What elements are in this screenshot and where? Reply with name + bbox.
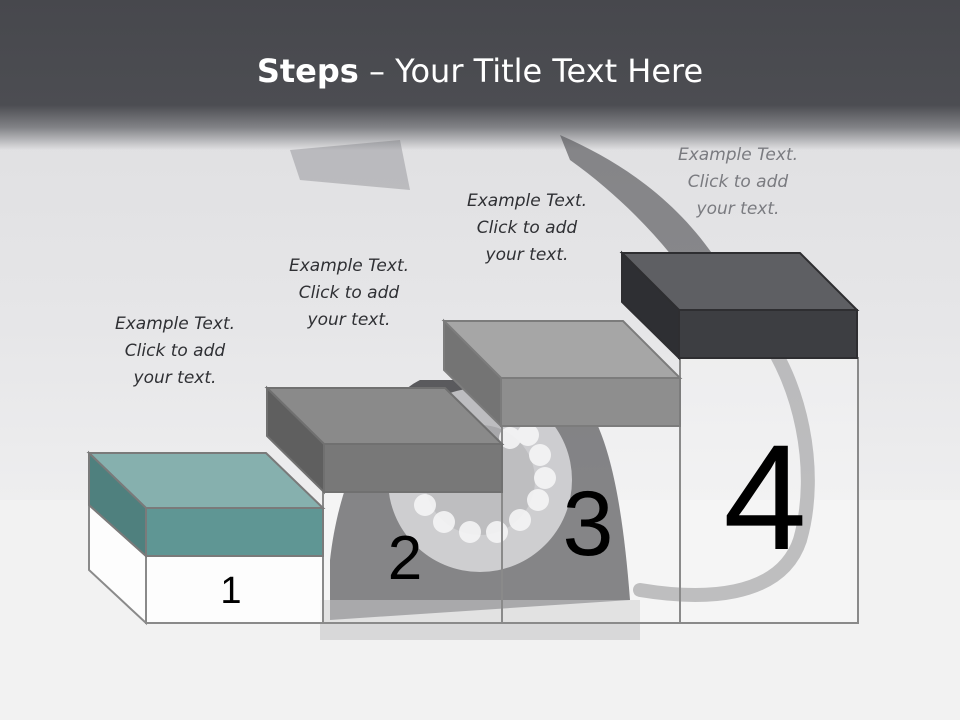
step-2-caption-line-2: Click to add <box>298 283 400 303</box>
title-bar <box>0 0 960 150</box>
step-3-caption[interactable]: Example Text. Click to add your text. <box>427 188 627 269</box>
step-3-frame <box>501 425 681 624</box>
slide-title[interactable]: Steps – Your Title Text Here <box>0 52 960 90</box>
step-2-number: 2 <box>387 524 423 593</box>
step-3-block[interactable] <box>441 318 683 429</box>
step-2-caption-line-1: Example Text. <box>288 256 410 276</box>
step-1-caption-line-2: Click to add <box>124 341 226 361</box>
step-4-number: 4 <box>723 413 807 581</box>
step-2-caption-line-3: your text. <box>307 310 391 330</box>
step-3-caption-line-1: Example Text. <box>466 191 588 211</box>
step-3-caption-line-3: your text. <box>485 245 569 265</box>
step-1-block[interactable] <box>86 450 326 559</box>
step-1-number: 1 <box>220 570 242 612</box>
step-4-caption-line-1: Example Text. <box>677 145 799 165</box>
step-3-number: 3 <box>562 473 614 575</box>
title-bold: Steps <box>256 52 359 90</box>
title-rest: – Your Title Text Here <box>358 52 704 90</box>
step-1-caption-line-1: Example Text. <box>114 314 236 334</box>
step-2-caption[interactable]: Example Text. Click to add your text. <box>249 253 449 334</box>
step-3-caption-line-2: Click to add <box>476 218 578 238</box>
step-1-caption-line-3: your text. <box>133 368 217 388</box>
step-2-block[interactable] <box>264 385 505 495</box>
step-1-caption[interactable]: Example Text. Click to add your text. <box>75 311 275 392</box>
step-4-caption-line-3: your text. <box>696 199 780 219</box>
step-4-caption[interactable]: Example Text. Click to add your text. <box>638 142 838 223</box>
step-4-caption-line-2: Click to add <box>687 172 789 192</box>
step-4-block[interactable] <box>619 250 860 361</box>
step-4-frame <box>679 357 859 624</box>
step-2-frame <box>322 491 503 624</box>
